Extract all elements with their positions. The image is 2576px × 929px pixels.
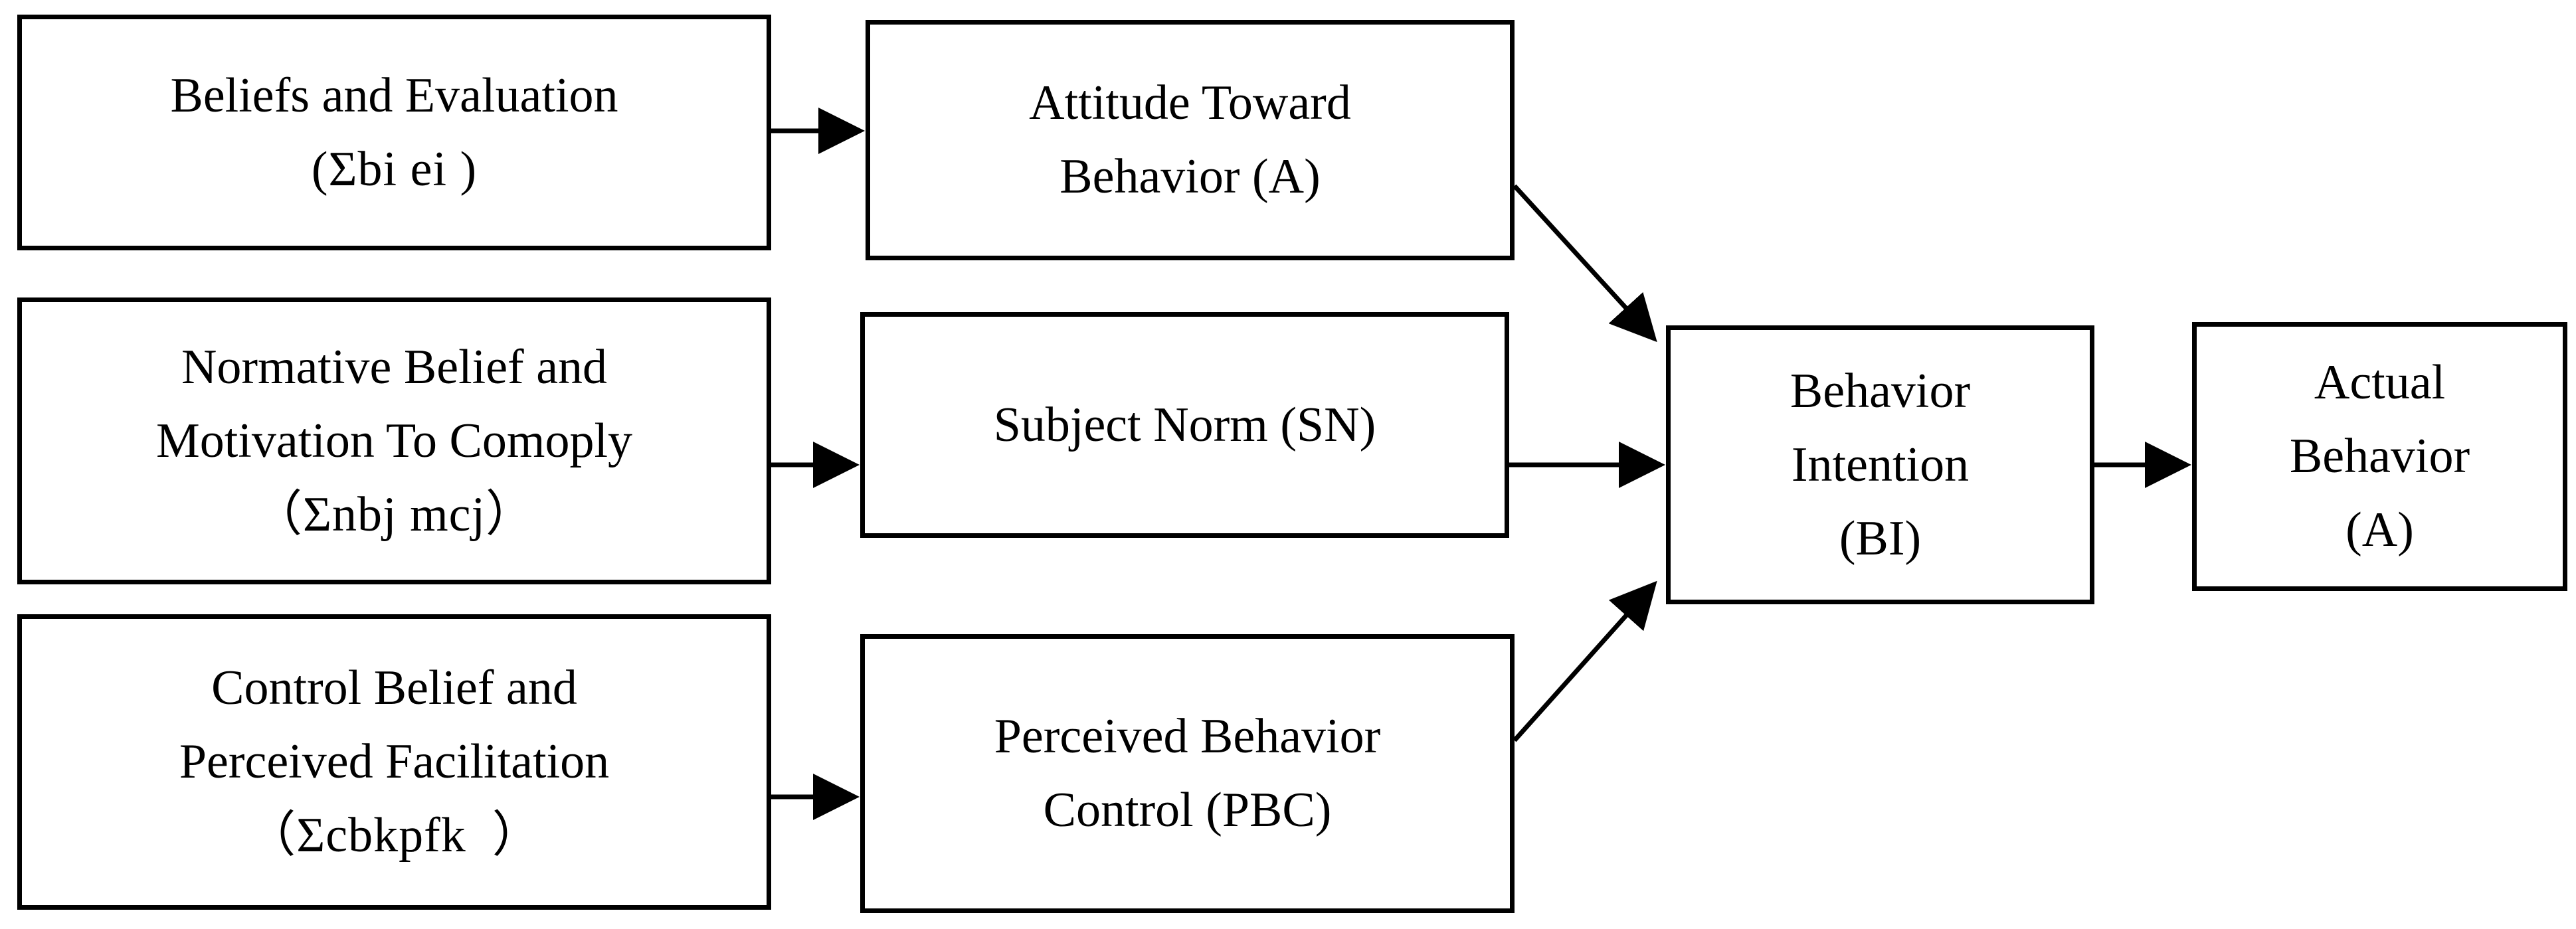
- beliefs-evaluation-node: Beliefs and Evaluation (Σbi ei ): [17, 15, 771, 250]
- subject-norm-node: Subject Norm (SN): [860, 312, 1509, 538]
- node-label-line: Intention: [1791, 437, 1970, 492]
- behavior-intention-node: Behavior Intention (BI): [1666, 325, 2094, 604]
- node-label-line: Control Belief and: [211, 661, 577, 715]
- node-label-line: Behavior: [2289, 429, 2470, 483]
- node-formula: （Σnbj mcj）: [252, 487, 536, 542]
- arrow-attitude-to-intention: [1513, 184, 1657, 343]
- node-label-line: Beliefs and Evaluation: [170, 68, 618, 123]
- node-label-line: Behavior: [1790, 363, 1971, 418]
- node-label-line: Subject Norm (SN): [993, 397, 1376, 452]
- node-formula: (Σbi ei ): [311, 141, 478, 197]
- perceived-behavior-control-node: Perceived Behavior Control (PBC): [860, 634, 1515, 913]
- node-formula: （Σcbkpfk ）: [246, 808, 542, 863]
- control-belief-node: Control Belief and Perceived Facilitatio…: [17, 614, 771, 910]
- node-label-line: Attitude Toward: [1029, 76, 1351, 130]
- node-label-line: Perceived Behavior: [994, 709, 1381, 764]
- node-label-line: (BI): [1839, 511, 1922, 566]
- node-label-line: (A): [2346, 503, 2414, 557]
- node-label-line: Behavior (A): [1059, 149, 1321, 204]
- node-label-line: Motivation To Comoply: [155, 413, 633, 468]
- node-label-line: Actual: [2314, 355, 2446, 410]
- attitude-node: Attitude Toward Behavior (A): [866, 20, 1515, 260]
- normative-belief-node: Normative Belief and Motivation To Comop…: [17, 297, 771, 584]
- actual-behavior-node: Actual Behavior (A): [2192, 322, 2567, 591]
- arrow-perceived-control-to-intention: [1513, 580, 1657, 742]
- node-label-line: Control (PBC): [1043, 783, 1332, 837]
- node-label-line: Perceived Facilitation: [179, 734, 610, 789]
- node-label-line: Normative Belief and: [181, 339, 608, 394]
